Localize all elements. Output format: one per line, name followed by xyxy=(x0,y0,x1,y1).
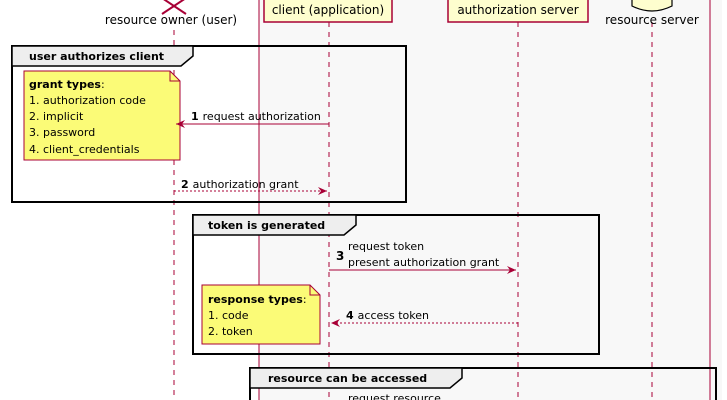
group-resource-can-be-accessed: resource can be accessed xyxy=(249,367,717,400)
svg-text:present authorization grant: present authorization grant xyxy=(348,256,500,269)
participant-auth-server-label: authorization server xyxy=(457,3,578,17)
swimlane-background xyxy=(259,0,722,400)
group-user-authorizes-client: user authorizes client xyxy=(11,45,407,203)
participant-client-label: client (application) xyxy=(272,3,384,17)
message-request-resource: request resource xyxy=(348,392,441,400)
svg-text:grant types:: grant types: xyxy=(29,78,105,91)
note-item: 4. client_credentials xyxy=(29,143,140,156)
note-item: 1. authorization code xyxy=(29,94,146,107)
database-resource-server: resource server xyxy=(605,0,699,27)
participant-resource-owner-label: resource owner (user) xyxy=(105,13,237,27)
group-title: resource can be accessed xyxy=(268,372,427,385)
group-title: user authorizes client xyxy=(29,50,164,63)
group-token-is-generated: token is generated xyxy=(192,214,600,355)
actor-resource-owner: resource owner (user) xyxy=(105,0,237,27)
participant-client: client (application) xyxy=(263,0,393,23)
note-item: 2. token xyxy=(208,325,253,338)
note-grant-types: grant types: 1. authorization code 2. im… xyxy=(23,70,181,161)
note-heading: response types xyxy=(208,293,303,306)
note-response-types: response types: 1. code 2. token xyxy=(201,284,321,345)
note-heading: grant types xyxy=(29,78,101,91)
note-item: 2. implicit xyxy=(29,110,84,123)
participant-resource-server-label: resource server xyxy=(605,13,699,27)
svg-text:3: 3 xyxy=(336,249,344,263)
group-title: token is generated xyxy=(208,219,325,232)
svg-text:response types:: response types: xyxy=(208,293,307,306)
message-request-token: 3 request token present authorization gr… xyxy=(329,240,516,274)
note-item: 1. code xyxy=(208,309,249,322)
svg-text:request token: request token xyxy=(348,240,424,253)
note-item: 3. password xyxy=(29,126,95,139)
participant-auth-server: authorization server xyxy=(447,0,589,23)
